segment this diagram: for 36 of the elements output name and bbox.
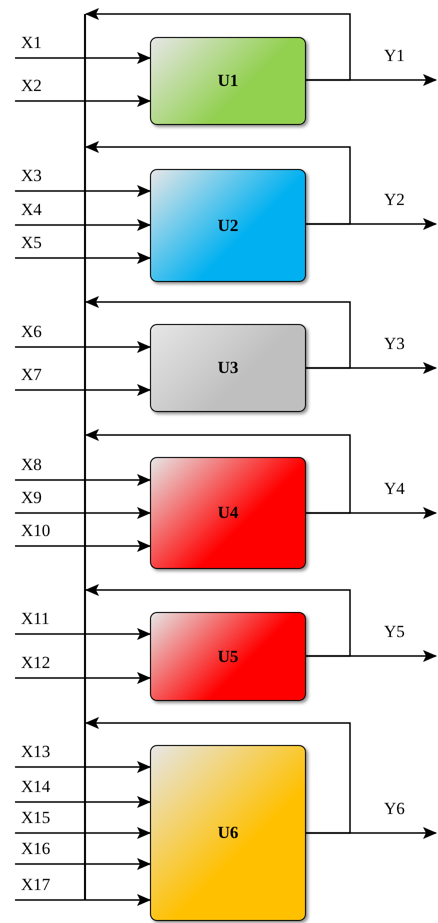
arrow bbox=[15, 507, 151, 519]
arrow bbox=[85, 141, 351, 225]
arrow bbox=[85, 296, 351, 369]
arrow bbox=[15, 252, 151, 264]
unit-label: U6 bbox=[218, 823, 238, 843]
arrow bbox=[15, 341, 151, 353]
unit-label: U2 bbox=[218, 216, 238, 236]
arrow bbox=[15, 858, 151, 870]
unit-box bbox=[150, 745, 306, 921]
arrow bbox=[15, 52, 151, 64]
arrow bbox=[15, 384, 151, 396]
unit-label: U1 bbox=[218, 71, 238, 91]
unit-box bbox=[150, 37, 306, 125]
arrow bbox=[85, 584, 351, 657]
bus-line bbox=[84, 14, 86, 900]
arrow bbox=[15, 628, 151, 640]
arrow bbox=[85, 8, 351, 81]
arrow bbox=[15, 672, 151, 684]
arrow bbox=[15, 827, 151, 839]
unit-label: U5 bbox=[218, 646, 238, 666]
unit-box bbox=[150, 457, 306, 569]
arrow bbox=[15, 761, 151, 773]
arrow bbox=[15, 796, 151, 808]
unit-label: U3 bbox=[218, 358, 238, 378]
arrow bbox=[15, 219, 151, 231]
arrow bbox=[85, 717, 351, 834]
unit-box bbox=[150, 324, 306, 412]
arrow bbox=[85, 429, 351, 514]
unit-box bbox=[150, 612, 306, 701]
unit-label: U4 bbox=[218, 503, 238, 523]
arrow bbox=[15, 95, 151, 107]
arrow bbox=[15, 894, 151, 906]
arrow bbox=[15, 185, 151, 197]
unit-box bbox=[150, 169, 306, 282]
arrow bbox=[15, 540, 151, 552]
arrow bbox=[15, 474, 151, 486]
